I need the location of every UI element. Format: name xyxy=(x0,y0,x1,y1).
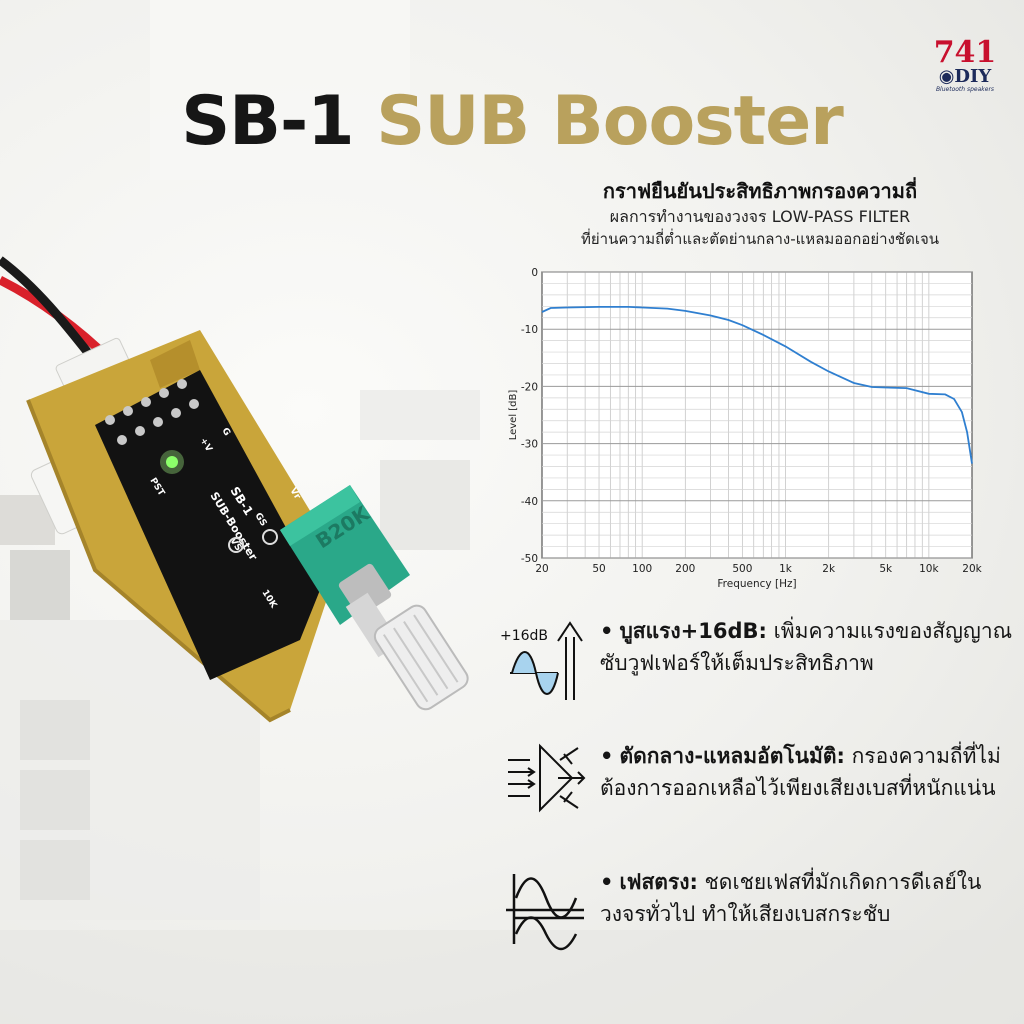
brand-logo: 741 ◉DIY Bluetooth speakers xyxy=(920,38,1010,94)
filter-cut-icon xyxy=(508,743,586,813)
x-tick-label: 10k xyxy=(919,563,939,575)
x-tick-label: 20k xyxy=(962,563,982,575)
chart-subheading-2: ที่ย่านความถี่ต่ำและตัดย่านกลาง-แหลมออกอ… xyxy=(580,230,940,248)
feature-boost-desc: เพิ่มความแรงของสัญญาณซับวูฟเฟอร์ให้เต็มป… xyxy=(600,619,1013,675)
pcb-board xyxy=(95,370,320,680)
feature-phase-title: เฟสตรง: xyxy=(619,870,698,894)
y-tick-label: -30 xyxy=(521,439,538,451)
y-tick-label: 0 xyxy=(531,267,538,279)
feature-boost-text: •บูสแรง+16dB: เพิ่มความแรงของสัญญาณซับวู… xyxy=(600,619,1013,675)
pcb-label-g: G xyxy=(219,426,231,438)
frequency-response-chart: 20 50 100 200 500 1k 2k 5k 10k 20k 0 -10 -20 -30 -40 -5… xyxy=(502,262,1002,594)
feature-filter-title: ตัดกลาง-แหลมอัตโนมัติ: xyxy=(619,744,845,768)
boost-wave-icon: +16dB xyxy=(500,621,583,700)
y-tick-label: -10 xyxy=(521,324,538,336)
feature-boost-title: บูสแรง+16dB: xyxy=(619,619,767,643)
chart-heading: กราฟยืนยันประสิทธิภาพกรองความถี่ xyxy=(602,179,918,203)
boost-icon-label: +16dB xyxy=(500,628,548,644)
x-tick-label: 50 xyxy=(592,563,605,575)
x-axis-label: Frequency [Hz] xyxy=(717,578,796,590)
plot-area xyxy=(541,271,973,559)
title-model: SB-1 xyxy=(181,82,354,161)
phase-wave-icon xyxy=(506,874,584,951)
x-tick-label: 500 xyxy=(732,563,752,575)
status-led xyxy=(166,456,178,468)
feature-phase-desc: ชดเชยเฟสที่มักเกิดการดีเลย์ในวงจรทั่วไป … xyxy=(600,870,982,926)
page-title: SB-1 SUB Booster xyxy=(0,82,1024,161)
logo-number: 741 xyxy=(933,35,997,70)
logo-tagline: Bluetooth speakers xyxy=(935,86,995,93)
header-pins xyxy=(105,379,199,445)
x-tick-label: 2k xyxy=(822,563,836,575)
series-line xyxy=(541,306,973,464)
red-wire xyxy=(0,275,114,364)
y-tick-label: -20 xyxy=(521,381,538,393)
y-tick-label: -40 xyxy=(521,496,538,508)
product-image: SB-1 SUB-Booster PST VS GS +V G Vr 10K B… xyxy=(0,256,469,723)
x-tick-label: 5k xyxy=(879,563,893,575)
title-product: SUB Booster xyxy=(376,82,844,161)
feature-filter-text: •ตัดกลาง-แหลมอัตโนมัติ: กรองความถี่ที่ไม… xyxy=(600,744,1001,800)
chart-svg: 20 50 100 200 500 1k 2k 5k 10k 20k 0 -10 -20 -30 -40 -5… xyxy=(508,267,983,590)
chart-subheading-1: ผลการทำงานของวงจร LOW-PASS FILTER xyxy=(609,207,911,226)
feature-filter-desc: กรองความถี่ที่ไม่ต้องการออกเหลือไว้เพียง… xyxy=(600,744,1001,800)
x-tick-label: 1k xyxy=(779,563,793,575)
potentiometer-knob xyxy=(373,604,469,711)
y-axis-label: Level [dB] xyxy=(508,390,519,441)
x-tick-label: 200 xyxy=(675,563,695,575)
logo-name: ◉DIY xyxy=(938,66,992,87)
speaker-icon: ◉ xyxy=(938,66,955,87)
feature-phase-text: •เฟสตรง: ชดเชยเฟสที่มักเกิดการดีเลย์ในวง… xyxy=(600,870,982,926)
x-tick-label: 20 xyxy=(535,563,548,575)
x-tick-label: 100 xyxy=(632,563,652,575)
y-tick-label: -50 xyxy=(521,553,538,565)
chart-header: กราฟยืนยันประสิทธิภาพกรองความถี่ ผลการทำ… xyxy=(500,176,1020,250)
